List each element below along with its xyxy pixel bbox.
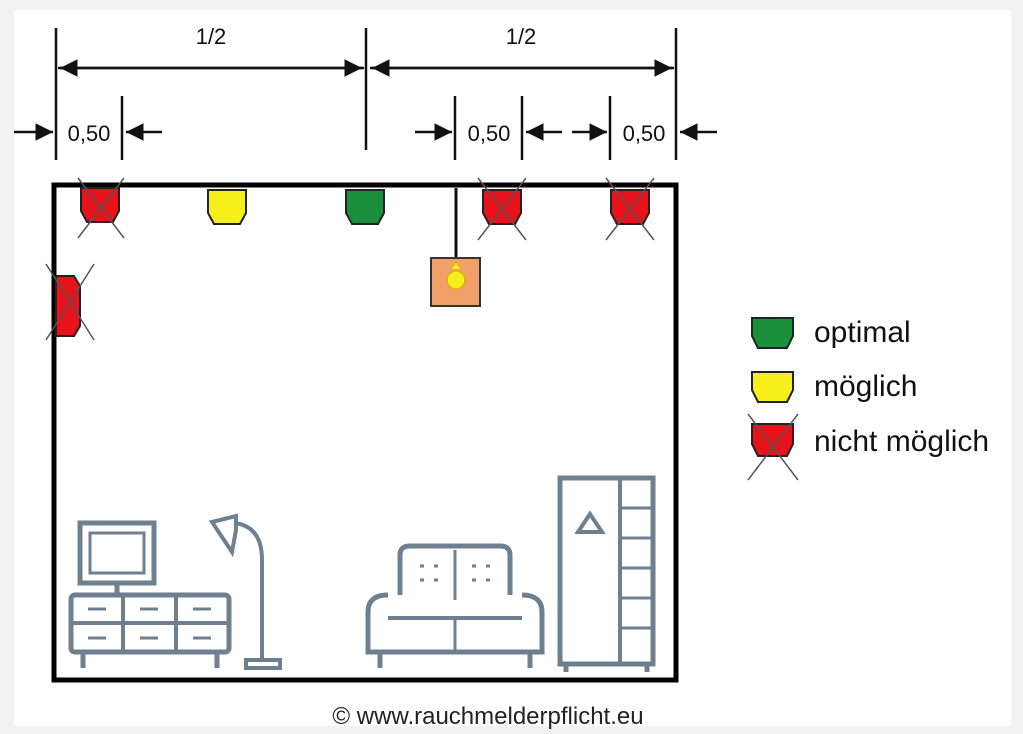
legend: optimal möglich nicht möglich (747, 316, 989, 481)
legend-possible-label: möglich (814, 370, 917, 403)
legend-optimal-label: optimal (814, 316, 911, 349)
furniture (68, 475, 656, 672)
tv-icon (77, 520, 157, 594)
legend-possible-icon (751, 371, 794, 403)
legend-not-possible-label: nicht möglich (814, 425, 989, 458)
half-left-label: 1/2 (196, 24, 227, 49)
room-outline (51, 182, 679, 683)
detector-possible (207, 189, 247, 225)
legend-not-possible-icon (747, 413, 799, 481)
detector-wall (45, 263, 95, 341)
half-right-label: 1/2 (506, 24, 537, 49)
sideboard-icon (68, 592, 232, 668)
wardrobe-icon (557, 475, 656, 672)
offset-mid-label: 0,50 (468, 121, 511, 146)
floor-lamp-icon (208, 513, 282, 670)
offset-left-label: 0,50 (68, 121, 111, 146)
legend-optimal-icon (751, 317, 794, 349)
ceiling-lamp-icon (430, 188, 481, 307)
armchair-icon (365, 543, 545, 668)
detector-near-lamp (477, 177, 527, 241)
credit-text: © www.rauchmelderpflicht.eu (332, 703, 643, 730)
offset-right-label: 0,50 (623, 121, 666, 146)
dimension-lines (14, 28, 717, 160)
detector-corner-right (605, 177, 655, 241)
detector-corner-left (77, 177, 125, 239)
detector-optimal (345, 189, 385, 225)
